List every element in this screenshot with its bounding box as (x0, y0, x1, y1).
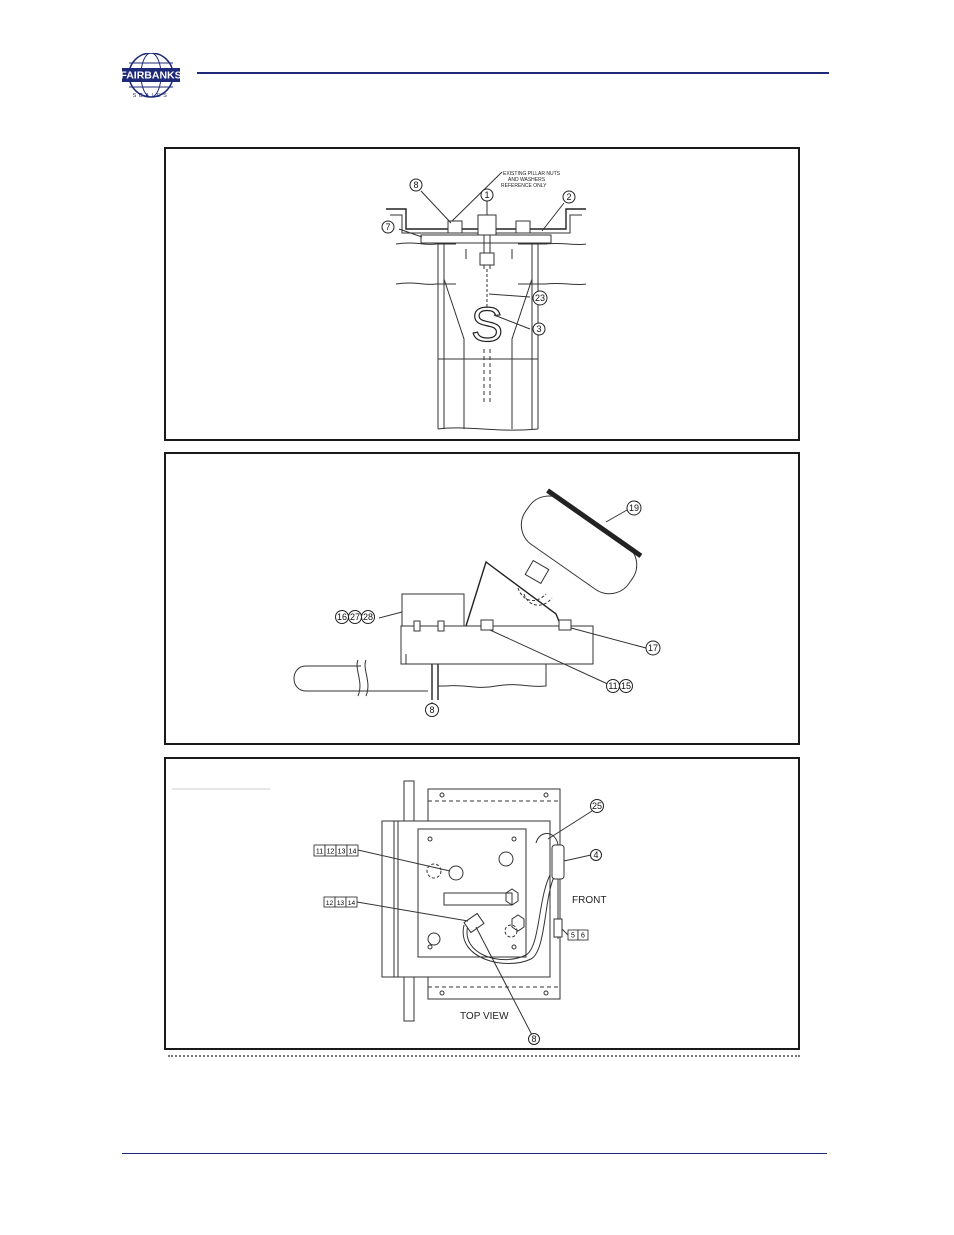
callout-11: 11 (606, 679, 620, 693)
svg-text:6: 6 (581, 933, 585, 940)
svg-text:8: 8 (429, 705, 434, 715)
header-rule (197, 72, 829, 74)
svg-text:19: 19 (629, 503, 639, 513)
svg-text:3: 3 (536, 324, 541, 334)
svg-text:12: 12 (326, 900, 334, 907)
callout-17: 17 (645, 640, 661, 656)
logo-top-text: FAIRBANKS (122, 70, 182, 82)
figure-top-view: FRONT TOP VIEW 11 12 13 14 12 13 14 5 (164, 757, 800, 1050)
svg-text:8: 8 (531, 1034, 536, 1044)
svg-text:12: 12 (327, 849, 335, 856)
label-group-5-6: 5 6 (561, 928, 589, 941)
svg-text:REFERENCE ONLY: REFERENCE ONLY (501, 183, 547, 189)
figure-pillar-mount: S EXISTING PILLAR NUTS AND WASHERS REFER… (164, 147, 800, 441)
svg-text:13: 13 (337, 900, 345, 907)
logo-bottom-text: SCALES (133, 93, 170, 99)
svg-text:8: 8 (413, 180, 418, 190)
svg-text:16: 16 (337, 612, 347, 622)
svg-text:14: 14 (349, 849, 357, 856)
footer-rule (122, 1153, 827, 1154)
svg-text:5: 5 (571, 933, 575, 940)
svg-text:13: 13 (338, 849, 346, 856)
fairbanks-logo: FAIRBANKS SCALES (120, 52, 200, 99)
svg-text:25: 25 (592, 801, 602, 811)
callout-1: 1 (480, 188, 494, 202)
callout-7: 7 (381, 220, 395, 234)
label-group-11-14: 11 12 13 14 (313, 844, 451, 872)
callout-19: 19 (626, 500, 642, 516)
svg-text:11: 11 (608, 681, 617, 691)
svg-text:7: 7 (385, 222, 390, 232)
callout-8: 8 (409, 178, 423, 192)
label-group-12-14: 12 13 14 (323, 896, 469, 922)
top-view-drawing (381, 780, 565, 1022)
svg-text:1: 1 (484, 190, 489, 200)
globe-logo-icon (122, 52, 180, 98)
svg-text:23: 23 (535, 293, 545, 303)
figure-indicator-mount: 19 16 27 28 17 11 15 8 (164, 452, 800, 745)
callout-2: 2 (562, 190, 576, 204)
callout-27: 27 (348, 610, 362, 624)
callout-25: 25 (590, 799, 604, 813)
svg-text:27: 27 (350, 612, 360, 622)
note-existing-pillar-nuts: EXISTING PILLAR NUTS AND WASHERS REFEREN… (451, 171, 561, 222)
callout-8: 8 (425, 703, 439, 717)
svg-text:15: 15 (621, 681, 631, 691)
svg-text:4: 4 (593, 850, 598, 860)
top-view-label: TOP VIEW (460, 1011, 509, 1022)
dotted-separator (168, 1055, 800, 1057)
front-label: FRONT (572, 895, 606, 906)
callout-3: 3 (532, 322, 546, 336)
svg-text:11: 11 (316, 849, 323, 856)
callout-8: 8 (528, 1033, 540, 1045)
svg-text:14: 14 (348, 900, 356, 907)
callout-23: 23 (532, 290, 548, 306)
svg-text:2: 2 (566, 192, 571, 202)
svg-text:28: 28 (363, 612, 373, 622)
svg-text:17: 17 (648, 643, 658, 653)
s-hook: S (471, 299, 503, 352)
callout-15: 15 (619, 679, 633, 693)
callout-4: 4 (590, 849, 602, 861)
svg-text:EXISTING PILLAR NUTS: EXISTING PILLAR NUTS (503, 171, 561, 177)
indicator-drawing (293, 488, 643, 700)
callout-28: 28 (361, 610, 375, 624)
pillar-drawing: S (386, 208, 587, 431)
callout-16: 16 (335, 610, 349, 624)
svg-text:AND WASHERS: AND WASHERS (508, 177, 546, 183)
